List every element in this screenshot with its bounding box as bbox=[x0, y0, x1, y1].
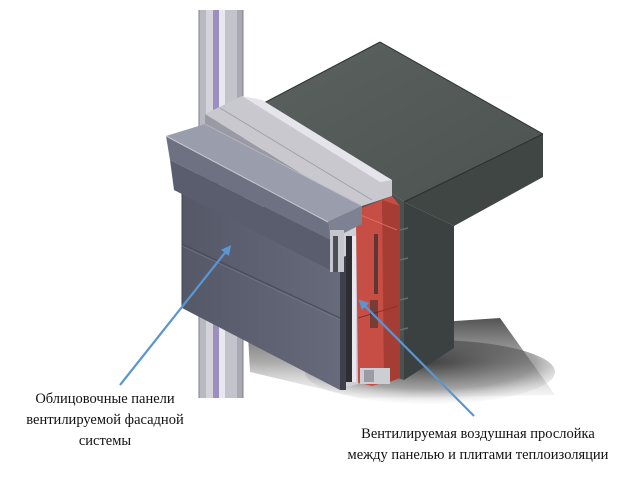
label-air-gap-line-1: Вентилируемая воздушная прослойка bbox=[361, 426, 595, 442]
label-air-gap-line-2: между панелью и плитами теплоизоляции bbox=[347, 447, 609, 463]
label-facing-panels: Облицовочные панели вентилируемой фасадн… bbox=[0, 389, 210, 452]
label-air-gap: Вентилируемая воздушная прослойка между … bbox=[318, 424, 638, 466]
arrow-facing-panels bbox=[119, 245, 232, 386]
annotation-arrows bbox=[119, 245, 475, 417]
arrow-air-gap bbox=[358, 299, 475, 417]
label-facing-panels-line-3: системы bbox=[78, 433, 132, 449]
label-facing-panels-line-1: Облицовочные панели bbox=[35, 391, 175, 407]
top-cap-flashing bbox=[165, 123, 363, 272]
label-facing-panels-line-2: вентилируемой фасадной bbox=[26, 412, 184, 428]
